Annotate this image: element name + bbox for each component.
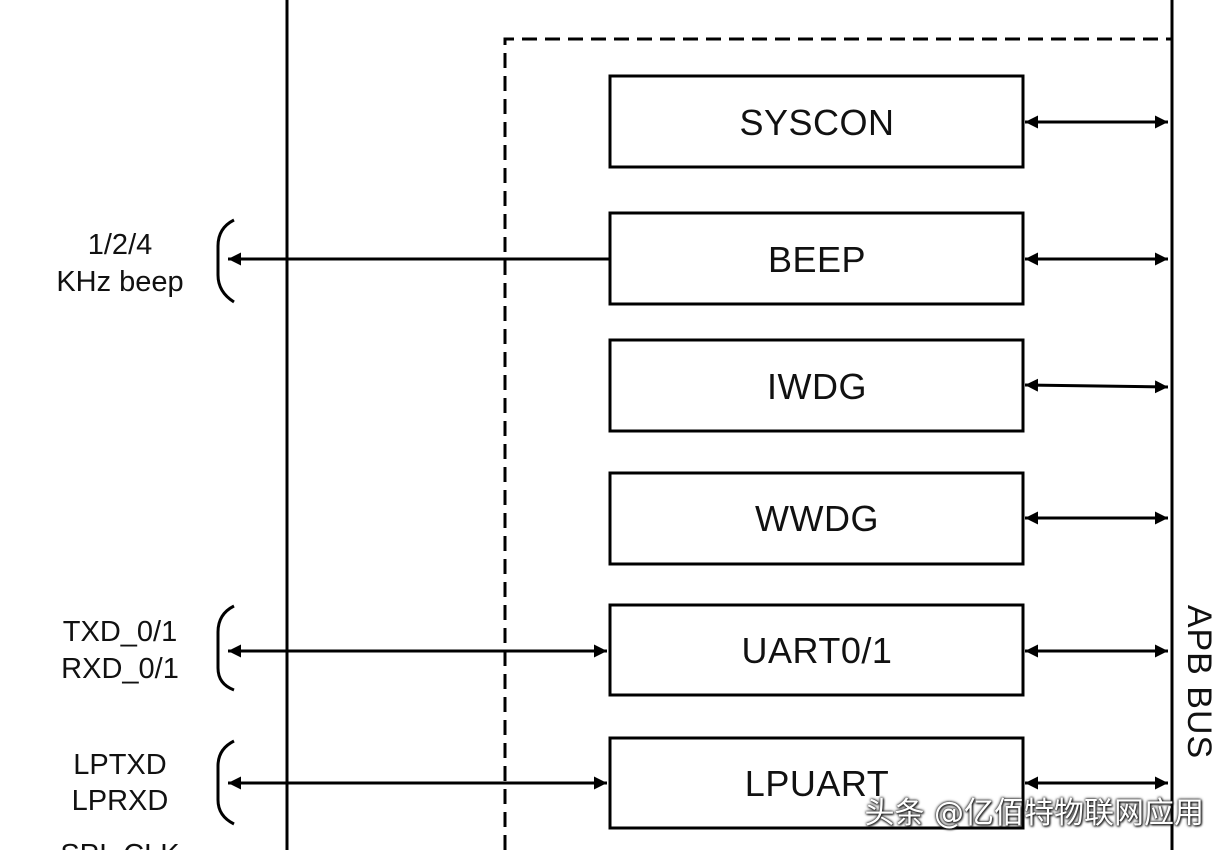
block-uart-label: UART0/1	[742, 630, 893, 671]
block-uart: UART0/1	[608, 603, 1025, 697]
signal-label-lprxd: LPRXD	[72, 785, 169, 817]
signal-label-beep-line1: 1/2/4	[88, 229, 153, 261]
apb-bus-label: APB BUS	[1180, 605, 1218, 759]
signal-label-txd: TXD_0/1	[63, 616, 177, 648]
bus-arrow-iwdg	[1024, 378, 1169, 394]
watermark-text: 头条 @亿佰特物联网应用	[864, 796, 1204, 831]
signal-label-rxd: RXD_0/1	[61, 653, 179, 685]
pin-bracket-uart	[216, 604, 235, 692]
peripheral-group-dashed-border	[503, 37, 1172, 850]
signal-label-beep-line2: KHz beep	[56, 266, 183, 298]
block-beep-label: BEEP	[768, 239, 866, 280]
block-iwdg-label: IWDG	[767, 366, 867, 407]
signal-label-lptxd: LPTXD	[73, 749, 166, 781]
block-wwdg: WWDG	[608, 471, 1025, 566]
block-wwdg-label: WWDG	[755, 498, 879, 539]
block-beep: BEEP	[608, 211, 1025, 306]
pin-bracket-beep	[216, 218, 235, 304]
block-lpuart: LPUART	[608, 736, 1025, 830]
block-syscon: SYSCON	[608, 74, 1025, 169]
block-syscon-label: SYSCON	[739, 102, 894, 143]
pin-bracket-lpuart	[216, 739, 235, 826]
signal-label-spi-clk: SPI_CLK	[60, 839, 180, 850]
block-lpuart-label: LPUART	[745, 763, 889, 804]
block-iwdg: IWDG	[608, 338, 1025, 433]
